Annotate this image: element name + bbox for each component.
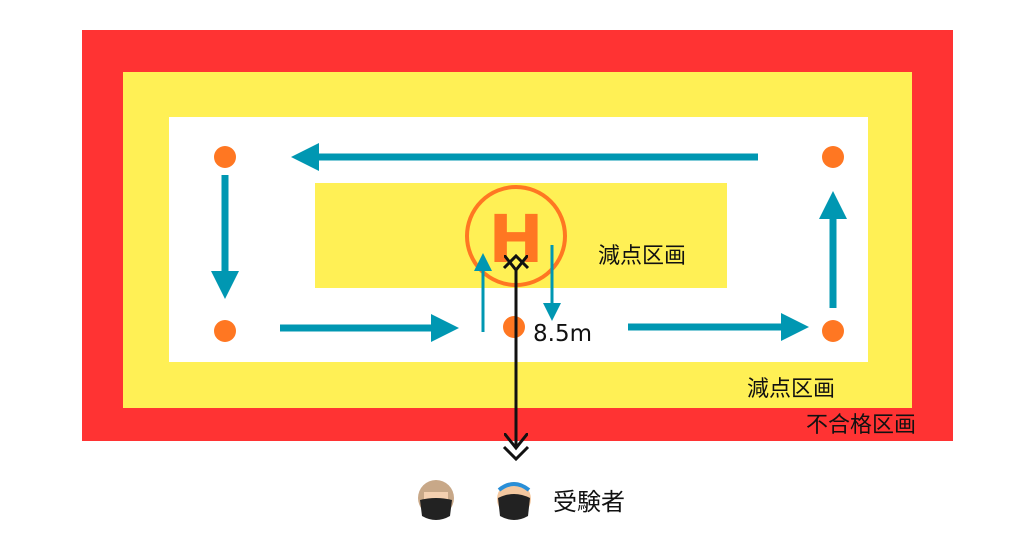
distance-label: 8.5m — [533, 321, 592, 347]
inner-deduct-zone-label: 減点区画 — [598, 244, 686, 269]
pylon-center — [503, 316, 525, 338]
examinee-avatar-icon — [497, 482, 531, 520]
examinee-label: 受験者 — [553, 488, 625, 516]
course-arrows — [211, 143, 847, 342]
examiner-avatar-icon — [418, 480, 454, 520]
pylon-top-right — [822, 146, 844, 168]
fail-zone-label: 不合格区画 — [806, 413, 916, 438]
distance-measure — [502, 253, 530, 462]
helipad-letter: H — [488, 201, 543, 278]
pylon-bottom-left — [214, 320, 236, 342]
outer-deduct-zone-label: 減点区画 — [747, 377, 835, 402]
pylon-bottom-right — [822, 320, 844, 342]
pylon-top-left — [214, 146, 236, 168]
